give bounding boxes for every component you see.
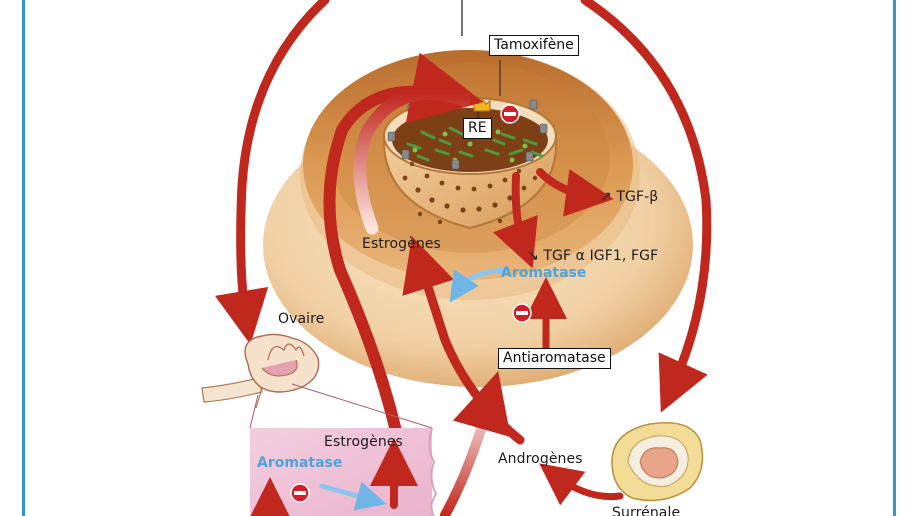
- arrow-aromatase-box: [319, 481, 387, 511]
- frame-border-left: [22, 0, 25, 516]
- estrogenes-top-label: Estrogènes: [362, 236, 441, 252]
- arrow-top-to-ovary: [214, 0, 330, 345]
- estrogenes-bottom-label: Estrogènes: [324, 434, 403, 450]
- nucleoplasm: [392, 108, 548, 172]
- arrow-bottom-up: [440, 371, 511, 516]
- arrow-estrogen-pale: [353, 87, 471, 235]
- surrenale-label: Surrénale: [612, 505, 681, 516]
- adrenal-illustration: [611, 422, 704, 502]
- inhibitor-minus-icon: [290, 483, 310, 503]
- tgf-alpha-label: ↘ TGF α IGF1, FGF: [527, 248, 659, 264]
- arrow-tgf-beta: [536, 168, 614, 217]
- arrow-adrenal-to-androgen: [539, 463, 624, 506]
- aromatase-box-label: Aromatase: [257, 455, 343, 471]
- inhibitor-minus-icon: [512, 303, 532, 323]
- arrow-top-to-adrenal: [580, 0, 712, 413]
- arrow-tgf-alpha: [492, 172, 538, 269]
- ovaire-label: Ovaire: [278, 311, 325, 327]
- tgf-beta-label: ↗ TGF-β: [600, 189, 659, 205]
- re-label: RE: [463, 118, 492, 139]
- arrow-aromatase-cell: [449, 267, 508, 303]
- tamoxifene-label: Tamoxifène: [489, 35, 579, 56]
- ovary-illustration: [201, 333, 320, 409]
- aromatase-cell-label: Aromatase: [501, 265, 587, 281]
- inhibitor-minus-icon: [500, 104, 520, 124]
- androgenes-label: Androgènes: [498, 451, 583, 467]
- antiaromatase-label: Antiaromatase: [498, 348, 611, 369]
- frame-border-right: [893, 0, 896, 516]
